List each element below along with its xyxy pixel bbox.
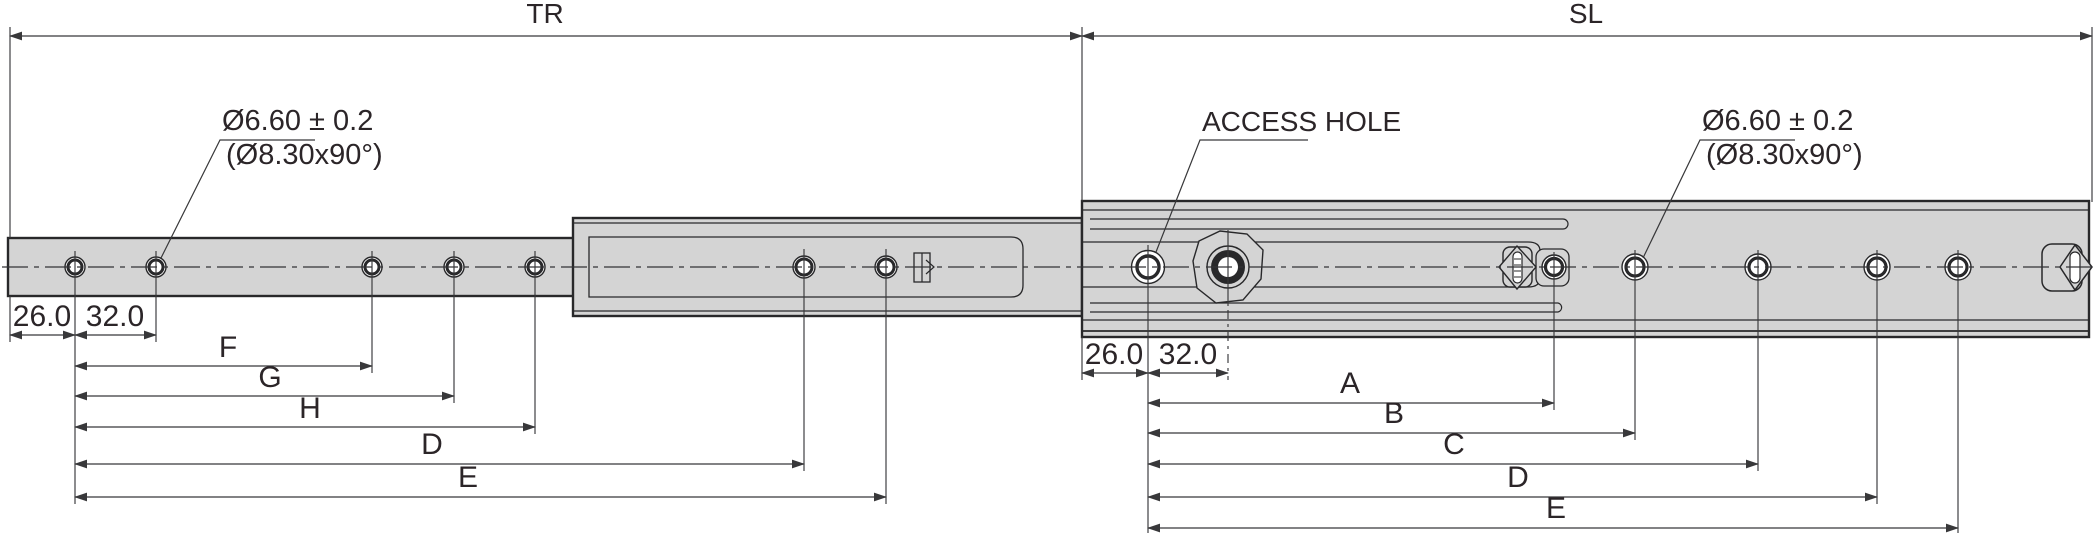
left-hole-note-line1: Ø6.60 ± 0.2 [222, 105, 374, 137]
upper-groove [1090, 218, 1569, 230]
leader-access-hole [1155, 139, 1308, 253]
dim-label-26-left: 26.0 [12, 300, 72, 333]
dim-label-32-left: 32.0 [85, 300, 145, 333]
span-label-SL: SL [1568, 0, 1604, 29]
dim-label-D-left: D [421, 428, 443, 461]
span-label-TR: TR [526, 0, 564, 29]
left-hole-note-line2: (Ø8.30x90°) [226, 139, 383, 171]
access-hole-label: ACCESS HOLE [1202, 106, 1402, 137]
dim-label-A: A [1339, 367, 1361, 400]
dimension-lines [9, 31, 2093, 533]
lower-groove [1090, 302, 1563, 313]
dim-label-F: F [218, 331, 238, 364]
dim-label-G: G [258, 361, 282, 394]
leader-right-hole-note [1642, 139, 1795, 259]
leader-left-hole-note [160, 139, 315, 259]
right-hole-note-line1: Ø6.60 ± 0.2 [1702, 105, 1854, 137]
leader-lines [160, 139, 1795, 259]
right-hole-note-line2: (Ø8.30x90°) [1706, 139, 1863, 171]
dim-label-32-right: 32.0 [1158, 338, 1218, 371]
intermediate-rail [571, 216, 1084, 318]
dim-label-E-left: E [457, 461, 479, 494]
dim-label-D-right: D [1507, 461, 1529, 494]
dim-label-C: C [1443, 428, 1465, 461]
dim-label-26-right: 26.0 [1084, 338, 1144, 371]
dim-label-E-right: E [1545, 492, 1567, 525]
dim-label-H: H [299, 392, 321, 425]
extension-lines [9, 27, 2093, 533]
dim-label-B: B [1383, 397, 1405, 430]
